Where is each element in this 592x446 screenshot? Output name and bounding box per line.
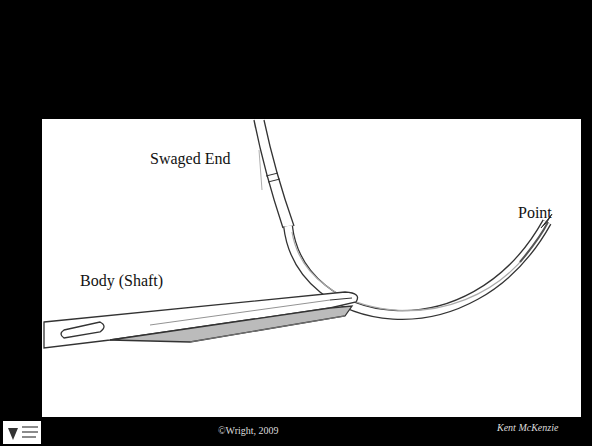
part-name: Point [518,204,552,222]
swaged-end [254,120,294,228]
artist-signature: Kent McKenzie [497,422,558,434]
logo [3,421,41,444]
part-name: Swaged End [150,150,230,168]
needle-holder [44,292,358,348]
copyright-note: ©Wright, 2009 [218,425,279,437]
part-name: Body (Shaft) [80,272,163,290]
picture-panel [42,119,581,417]
